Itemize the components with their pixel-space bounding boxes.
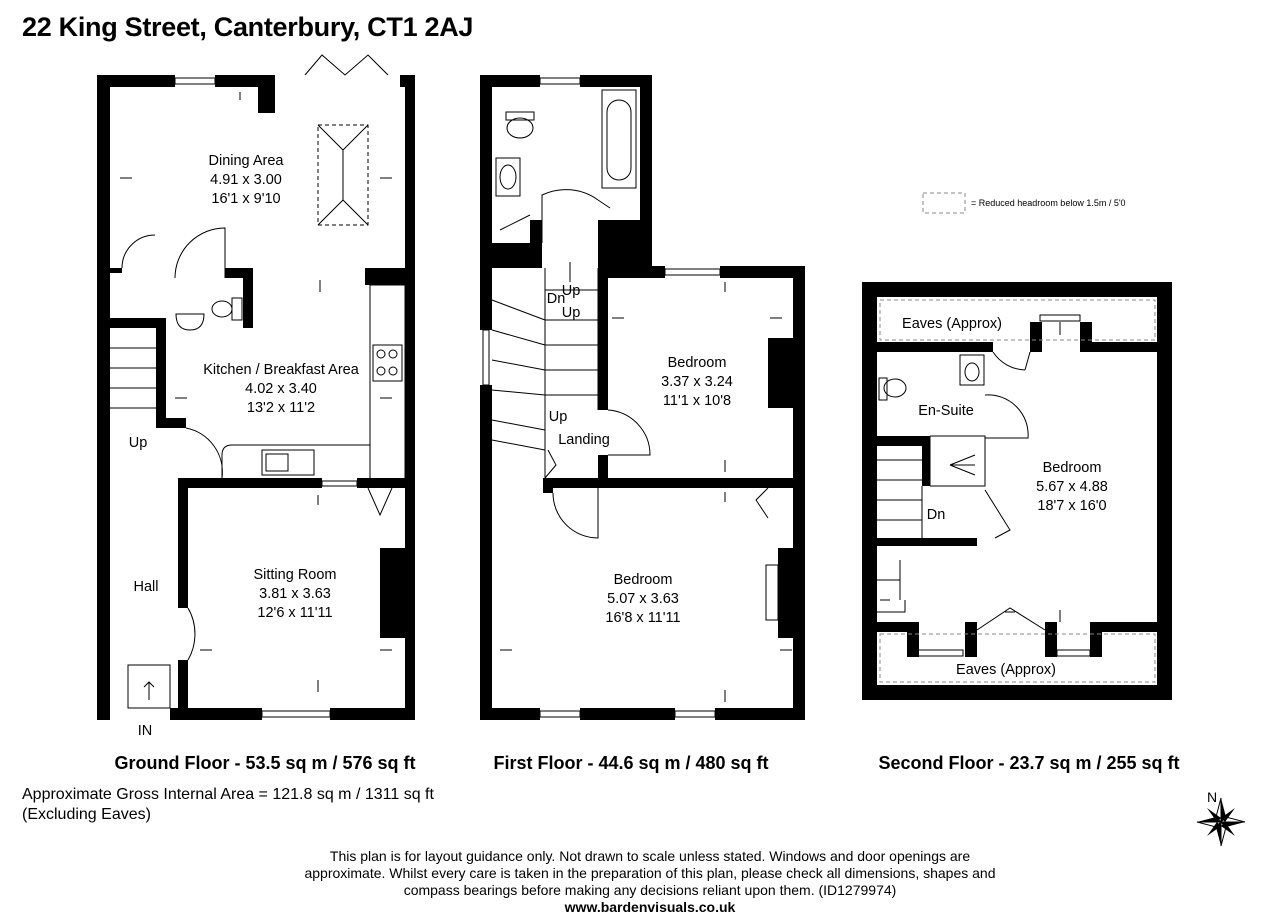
page-title: 22 King Street, Canterbury, CT1 2AJ xyxy=(22,12,474,42)
ground-floor-fixtures xyxy=(110,54,406,718)
first-floor-label: First Floor - 44.6 sq m / 480 sq ft xyxy=(493,753,768,773)
stairs-down-label: Dn xyxy=(927,507,946,523)
disclaimer-text: This plan is for layout guidance only. N… xyxy=(304,848,996,898)
second-floor-labels: Eaves (Approx) Eaves (Approx) En-Suite D… xyxy=(878,316,1179,773)
room-metric: 5.67 x 4.88 xyxy=(1036,479,1108,495)
compass-north-label: N xyxy=(1207,789,1217,805)
second-floor-walls xyxy=(862,282,1172,700)
room-metric: 4.02 x 3.40 xyxy=(245,381,317,397)
ensuite-label: En-Suite xyxy=(918,403,974,419)
stairs-down-label: Dn xyxy=(547,291,566,307)
cupboard-label: Cpd xyxy=(609,228,636,244)
room-imperial: 16'8 x 11'11 xyxy=(605,610,680,626)
disclaimer: This plan is for layout guidance only. N… xyxy=(290,848,1010,916)
eaves-label: Eaves (Approx) xyxy=(956,662,1056,678)
room-metric: 3.37 x 3.24 xyxy=(661,374,733,390)
first-floor-walls xyxy=(480,75,805,720)
room-name: Bedroom xyxy=(668,355,727,371)
room-name: Bedroom xyxy=(614,572,673,588)
ground-floor-label: Ground Floor - 53.5 sq m / 576 sq ft xyxy=(114,753,415,773)
room-imperial: 18'7 x 16'0 xyxy=(1037,498,1106,514)
room-name: Kitchen / Breakfast Area xyxy=(203,362,359,378)
room-imperial: 11'1 x 10'8 xyxy=(663,393,731,409)
room-metric: 4.91 x 3.00 xyxy=(210,172,282,188)
second-floor-label: Second Floor - 23.7 sq m / 255 sq ft xyxy=(878,753,1179,773)
ground-floor-walls xyxy=(97,75,415,720)
hall-label: Hall xyxy=(134,579,159,595)
stairs-up-label: Up xyxy=(129,435,148,451)
reduced-headroom-swatch xyxy=(922,192,966,214)
room-metric: 3.81 x 3.63 xyxy=(259,586,331,602)
room-name: Dining Area xyxy=(209,153,285,169)
eaves-label: Eaves (Approx) xyxy=(902,316,1002,332)
room-name: Sitting Room xyxy=(253,567,336,583)
entrance-label: IN xyxy=(138,723,153,739)
room-metric: 5.07 x 3.63 xyxy=(607,591,679,607)
website-link[interactable]: www.bardenvisuals.co.uk xyxy=(564,899,736,915)
stairs-up-label: Up xyxy=(562,305,581,321)
first-floor-fixtures xyxy=(482,77,792,718)
ground-floor-labels: Dining Area 4.91 x 3.00 16'1 x 9'10 Kitc… xyxy=(114,153,415,773)
landing-label: Landing xyxy=(558,432,610,448)
compass-icon xyxy=(1196,797,1246,847)
gross-area-line: Approximate Gross Internal Area = 121.8 … xyxy=(22,786,434,803)
gross-area-note: (Excluding Eaves) xyxy=(22,806,151,823)
cupboard-label: Cpd xyxy=(503,242,530,258)
room-name: Bedroom xyxy=(1043,460,1102,476)
stairs-up-label: Up xyxy=(549,409,568,425)
room-imperial: 12'6 x 11'11 xyxy=(257,605,332,621)
stairs-up-label: Up xyxy=(562,283,581,299)
legend-text: = Reduced headroom below 1.5m / 5'0 xyxy=(971,198,1126,208)
room-imperial: 13'2 x 11'2 xyxy=(247,400,315,416)
first-floor-labels: Cpd Cpd Dn Up Up Up Landing Bedroom 3.37… xyxy=(493,228,768,773)
room-imperial: 16'1 x 9'10 xyxy=(211,191,280,207)
gross-internal-area: Approximate Gross Internal Area = 121.8 … xyxy=(22,785,434,825)
second-floor-fixtures xyxy=(864,299,1156,683)
